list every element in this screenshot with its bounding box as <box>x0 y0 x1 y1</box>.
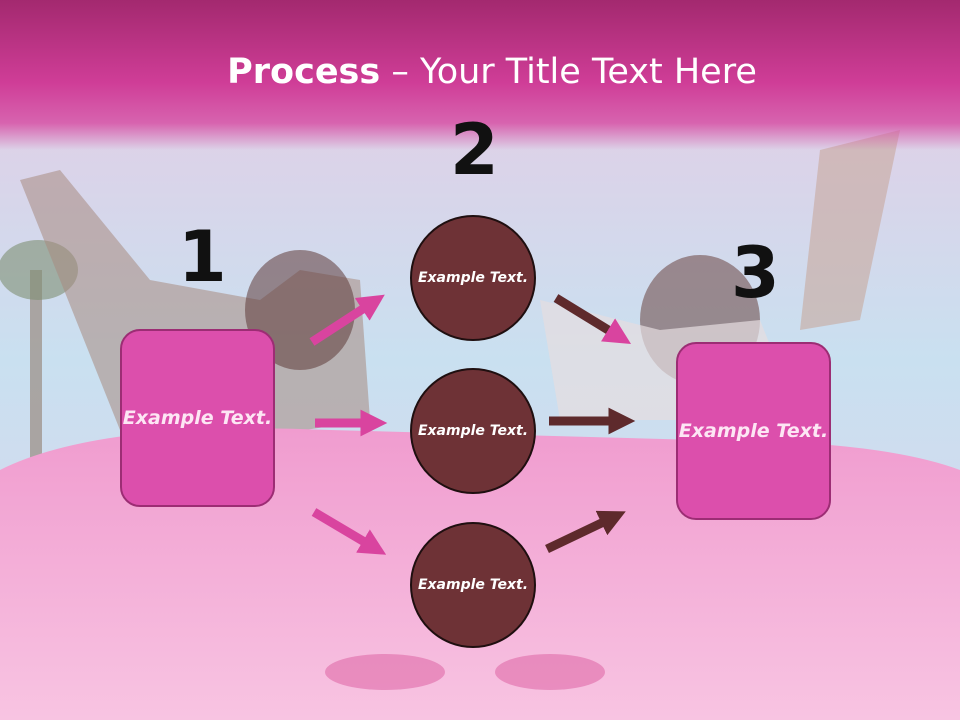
circle-top-text: Example Text. <box>417 269 529 286</box>
arrow-2a-to-3 <box>553 294 632 344</box>
step-number-3: 3 <box>731 232 780 314</box>
circle-middle: Example Text. <box>410 368 536 494</box>
circle-bottom-text: Example Text. <box>417 576 529 593</box>
arrow-1-to-2c <box>311 508 387 555</box>
step-number-1: 1 <box>178 216 227 298</box>
title-rest: – Your Title Text Here <box>380 52 757 92</box>
step-3-text: Example Text. <box>678 419 829 442</box>
page-title: Process – Your Title Text Here <box>0 52 960 92</box>
step-1-text: Example Text. <box>122 406 273 429</box>
arrow-1-to-2a <box>309 294 385 346</box>
step-1-box: Example Text. <box>120 329 275 507</box>
circle-middle-text: Example Text. <box>417 422 529 439</box>
step-3-box: Example Text. <box>676 342 831 520</box>
circle-top: Example Text. <box>410 215 536 341</box>
circle-bottom: Example Text. <box>410 522 536 648</box>
title-bar <box>0 0 960 150</box>
arrow-2c-to-3 <box>545 510 626 554</box>
step-number-2: 2 <box>450 109 499 191</box>
title-bold: Process <box>227 52 381 92</box>
